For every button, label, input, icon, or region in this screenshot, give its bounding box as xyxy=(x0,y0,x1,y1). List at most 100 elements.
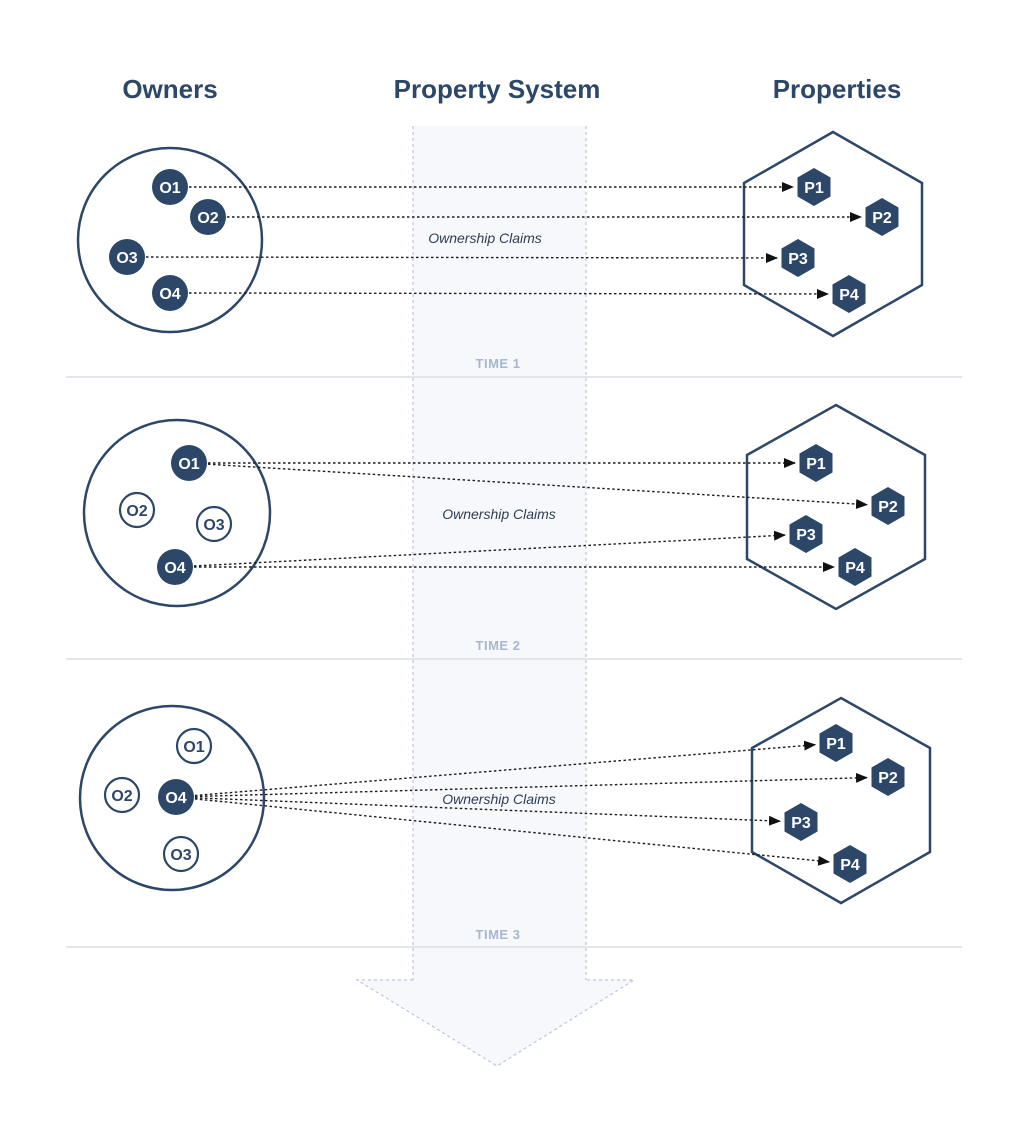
owner-node-label: O1 xyxy=(159,180,180,197)
owner-node-o4: O4 xyxy=(152,275,188,311)
owner-node-label: O2 xyxy=(197,210,218,227)
property-node-hexagon xyxy=(781,239,815,277)
property-node-label: P3 xyxy=(788,251,808,268)
property-node-hexagon xyxy=(871,758,905,796)
property-node-hexagon xyxy=(871,487,905,525)
owner-node-circle xyxy=(152,169,188,205)
time-label: TIME 2 xyxy=(476,638,521,653)
owner-node-o1: O1 xyxy=(171,445,207,481)
owner-node-label: O1 xyxy=(178,456,199,473)
owner-node-o2: O2 xyxy=(103,776,141,814)
property-node-hexagon xyxy=(838,548,872,586)
properties-group-hexagon xyxy=(742,130,924,338)
owner-node-label: O3 xyxy=(203,517,224,534)
owner-node-label: O2 xyxy=(111,788,132,805)
owner-node-o3: O3 xyxy=(162,835,200,873)
owner-node-circle xyxy=(157,549,193,585)
property-node-hexagon xyxy=(797,168,831,206)
ownership-claims xyxy=(193,458,868,572)
ownership-claims xyxy=(145,182,862,299)
owners-group-circle xyxy=(78,704,266,892)
owner-node-label: O4 xyxy=(164,560,185,577)
owner-node-o4: O4 xyxy=(157,549,193,585)
property-node-p3: P3 xyxy=(789,515,823,553)
ownership-claims-label: Ownership Claims xyxy=(442,791,556,807)
properties-column-title: Properties xyxy=(773,74,902,104)
owner-node-o1: O1 xyxy=(175,727,213,765)
properties-group-hexagon xyxy=(750,696,932,905)
properties-group-hexagon xyxy=(745,403,927,611)
property-node-label: P3 xyxy=(791,815,811,832)
property-system-band xyxy=(354,126,637,1067)
owner-node-circle xyxy=(195,505,233,543)
property-node-label: P2 xyxy=(878,499,898,516)
owner-node-circle xyxy=(162,835,200,873)
property-node-p3: P3 xyxy=(784,803,818,841)
ownership-claims-label: Ownership Claims xyxy=(442,506,556,522)
property-node-p4: P4 xyxy=(833,845,867,883)
property-node-p2: P2 xyxy=(871,758,905,796)
property-node-p2: P2 xyxy=(865,198,899,236)
property-node-hexagon xyxy=(789,515,823,553)
time-label: TIME 1 xyxy=(476,356,521,371)
property-node-label: P3 xyxy=(796,527,816,544)
property-node-hexagon xyxy=(865,198,899,236)
owners-group-circle xyxy=(82,418,272,608)
time-label: TIME 3 xyxy=(476,927,521,942)
owner-node-o1: O1 xyxy=(152,169,188,205)
owner-node-o3: O3 xyxy=(109,239,145,275)
ownership-claims xyxy=(194,740,868,866)
system-band-arrow xyxy=(357,126,634,1066)
property-node-p3: P3 xyxy=(781,239,815,277)
claim-arrow-o4-p2 xyxy=(194,772,868,798)
claim-arrow-o1-p2 xyxy=(207,463,868,510)
owners-group-circle xyxy=(76,146,264,334)
owner-node-circle xyxy=(158,779,194,815)
claim-arrow-o4-p3 xyxy=(193,530,786,567)
owner-node-o2: O2 xyxy=(118,491,156,529)
property-node-p1: P1 xyxy=(797,168,831,206)
owner-node-circle xyxy=(175,727,213,765)
claim-arrow-o3-p3 xyxy=(145,252,778,263)
claim-arrow-o4-p4 xyxy=(188,288,829,299)
system-band-arrowhead-edge xyxy=(354,979,637,1067)
owner-node-o3: O3 xyxy=(195,505,233,543)
property-node-label: P2 xyxy=(878,770,898,787)
property-node-hexagon xyxy=(819,724,853,762)
property-node-label: P4 xyxy=(840,857,860,874)
property-node-label: P1 xyxy=(804,180,824,197)
property-node-p2: P2 xyxy=(871,487,905,525)
property-node-label: P1 xyxy=(806,456,826,473)
owner-node-label: O4 xyxy=(165,790,186,807)
owner-node-label: O4 xyxy=(159,286,180,303)
property-node-p1: P1 xyxy=(799,444,833,482)
owner-node-circle xyxy=(109,239,145,275)
owner-node-circle xyxy=(171,445,207,481)
owner-node-o4: O4 xyxy=(158,779,194,815)
property-node-p1: P1 xyxy=(819,724,853,762)
owner-node-o2: O2 xyxy=(190,199,226,235)
owner-node-label: O1 xyxy=(183,739,204,756)
owner-node-label: O3 xyxy=(116,250,137,267)
property-node-p4: P4 xyxy=(832,275,866,313)
claim-arrow-o4-p4 xyxy=(194,798,831,866)
property-node-label: P2 xyxy=(872,210,892,227)
owner-node-circle xyxy=(152,275,188,311)
property-node-hexagon xyxy=(784,803,818,841)
claim-arrow-o4-p1 xyxy=(194,740,817,797)
property-node-p4: P4 xyxy=(838,548,872,586)
owner-node-circle xyxy=(190,199,226,235)
property-node-hexagon xyxy=(832,275,866,313)
property-node-label: P4 xyxy=(845,560,865,577)
owner-node-circle xyxy=(118,491,156,529)
owner-node-circle xyxy=(103,776,141,814)
property-node-label: P1 xyxy=(826,736,846,753)
